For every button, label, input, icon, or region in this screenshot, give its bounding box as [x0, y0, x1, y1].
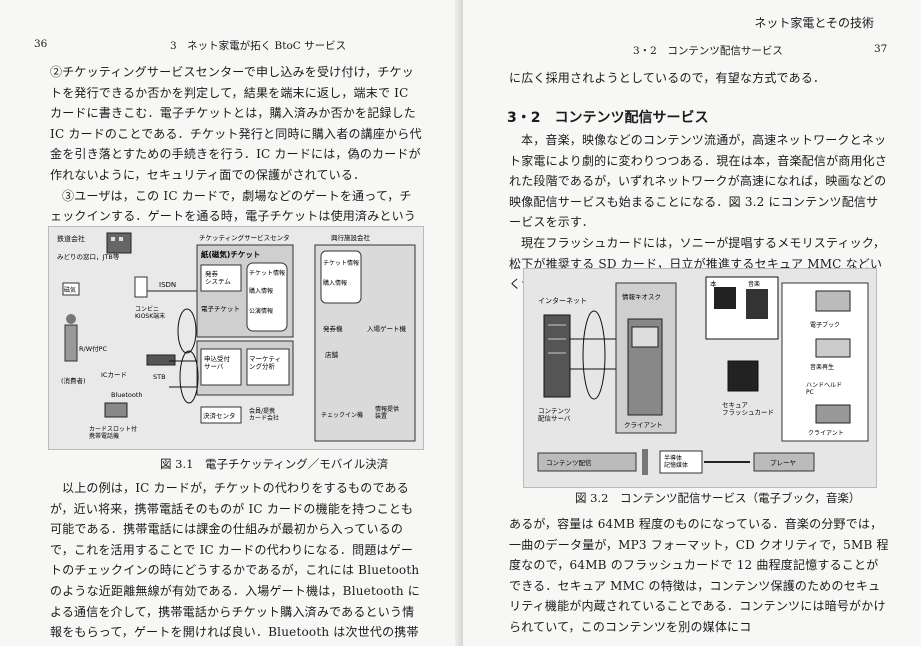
- phone-icon: [104, 402, 128, 418]
- label-issue-system: 発券システム: [205, 269, 231, 285]
- network-loop-icon: [169, 308, 199, 404]
- label-stb: STB: [153, 373, 166, 381]
- right-body-bottom: あるが，容量は 64MB 程度のものになっている．音楽の分野では，一曲のデータ量…: [509, 514, 889, 638]
- label-magnetic: 磁気: [64, 286, 76, 294]
- label-secure-flash: セキュアフラッシュカード: [722, 401, 774, 416]
- handheld-pc-icon: [815, 404, 851, 424]
- label-ebook: 電子ブック: [810, 321, 840, 329]
- label-store: 店舗: [325, 350, 339, 359]
- label-gate-purchase-info: 購入情報: [323, 279, 347, 287]
- label-bluetooth: Bluetooth: [111, 391, 143, 399]
- building-icon: [106, 232, 132, 254]
- label-server: コンテンツ配信サーバ: [538, 407, 571, 422]
- paragraph: 本，音楽，映像などのコンテンツ流通が，高速ネットワークとネット家電により劇的に変…: [509, 133, 888, 230]
- label-client-right: クライアント: [808, 430, 844, 437]
- label-e-ticket: 電子チケット: [201, 305, 240, 313]
- paragraph: ②チケッティングサービスセンターで申し込みを受け付け，チケットを発行できるか否か…: [50, 65, 422, 182]
- flash-card-icon: [727, 360, 759, 392]
- label-credit: 会員/提携カード会社: [249, 407, 279, 422]
- label-music-play: 音楽再生: [810, 363, 834, 371]
- label-paper-ticket: 紙(磁気)チケット: [201, 249, 260, 259]
- chapter-header: 3 ネット家電が拓く BtoC サービス: [170, 40, 347, 52]
- figure-3-2-caption: 図 3.2 コンテンツ配信サービス（電子ブック，音楽）: [575, 491, 861, 505]
- label-ticket-info: チケット情報: [249, 269, 285, 277]
- label-ticketing-machine: 発券機: [323, 324, 343, 333]
- right-page: ネット家電とその技術 3・2 コンテンツ配信サービス 37 に広く採用されようと…: [462, 0, 921, 646]
- server-icon: [543, 314, 571, 398]
- person-icon: [64, 314, 78, 362]
- right-intro: に広く採用されようとしているので，有望な方式である．: [509, 68, 889, 89]
- page-number-right: 37: [874, 43, 888, 55]
- label-internet: インターネット: [538, 296, 587, 305]
- paragraph: に広く採用されようとしているので，有望な方式である．: [509, 71, 826, 85]
- label-midori: みどりの窓口，JTB等: [57, 252, 120, 261]
- figure-3-1: 鉄道会社 みどりの窓口，JTB等 チケッティングサービスセンタ 紙(磁気)チケッ…: [48, 226, 424, 450]
- running-title: ネット家電とその技術: [754, 16, 874, 30]
- ebook-icon: [815, 290, 851, 312]
- label-media: 半導体記憶媒体: [664, 454, 688, 469]
- paragraph: あるが，容量は 64MB 程度のものになっている．音楽の分野では，一曲のデータ量…: [509, 517, 889, 634]
- label-music: 音楽: [748, 280, 760, 288]
- paragraph: 以上の例は，IC カードが，チケットの代わりをするものであるが，近い将来，携帯電…: [50, 481, 421, 646]
- label-player: プレーヤ: [770, 459, 796, 467]
- label-apply-server: 申込受付サーバ: [204, 354, 231, 370]
- figure-3-1-caption: 図 3.1 電子チケッティング／モバイル決済: [160, 457, 389, 471]
- label-performance-info: 公演情報: [249, 307, 273, 315]
- label-venue-company: 興行施設会社: [331, 233, 371, 242]
- label-content-dist: コンテンツ配信: [546, 458, 592, 467]
- kiosk-icon: [134, 276, 148, 298]
- network-loop-icon: [570, 310, 618, 400]
- label-purchase-info: 購入情報: [249, 287, 273, 295]
- label-ticketing-center: チケッティングサービスセンタ: [199, 233, 290, 242]
- left-page: 36 3 ネット家電が拓く BtoC サービス ②チケッティングサービスセンター…: [34, 38, 424, 646]
- label-checkin: チェックイン機: [321, 411, 363, 419]
- label-marketing: マーケティング分析: [249, 355, 281, 370]
- label-rw-pc: R/W付PC: [79, 344, 108, 353]
- label-book: 本: [710, 279, 717, 288]
- label-info-terminal: 情報提供装置: [375, 405, 399, 420]
- database-icon: [246, 262, 288, 332]
- stb-icon: [146, 354, 176, 366]
- label-consumer: (消費者): [61, 376, 86, 385]
- paragraph: 現在フラッシュカードには，ソニーが提唱するメモリスティック，松下が推奨する SD…: [509, 235, 886, 292]
- left-body-top: ②チケッティングサービスセンターで申し込みを受け付け，チケットを発行できるか否か…: [50, 62, 422, 247]
- figure-3-2: インターネット コンテンツ配信サーバ 情報キオスク クライアント 本 音楽 セキ…: [523, 268, 877, 488]
- kiosk-terminal-icon: [627, 318, 663, 416]
- label-client-left: クライアント: [624, 421, 663, 429]
- music-player-icon: [815, 338, 851, 358]
- page-number-left: 36: [34, 38, 48, 50]
- label-entry-gate: 入場ゲート機: [367, 324, 407, 333]
- label-isdn: ISDN: [159, 281, 176, 289]
- label-gate-ticket-info: チケット情報: [323, 259, 359, 267]
- section-title: 3・2 コンテンツ配信サービス: [507, 110, 709, 126]
- section-header: 3・2 コンテンツ配信サービス: [633, 45, 783, 57]
- left-body-bottom: 以上の例は，IC カードが，チケットの代わりをするものであるが，近い将来，携帯電…: [50, 478, 422, 646]
- label-railway: 鉄道会社: [57, 234, 85, 243]
- label-mobile: カードスロット付携帯電話機: [89, 425, 137, 440]
- label-kiosk: 情報キオスク: [622, 292, 661, 301]
- label-settlement: 決済センタ: [203, 411, 236, 420]
- content-bubble: [705, 276, 779, 340]
- right-body-top: 本，音楽，映像などのコンテンツ流通が，高速ネットワークとネット家電により劇的に変…: [509, 130, 889, 295]
- label-ic-card: ICカード: [101, 371, 127, 379]
